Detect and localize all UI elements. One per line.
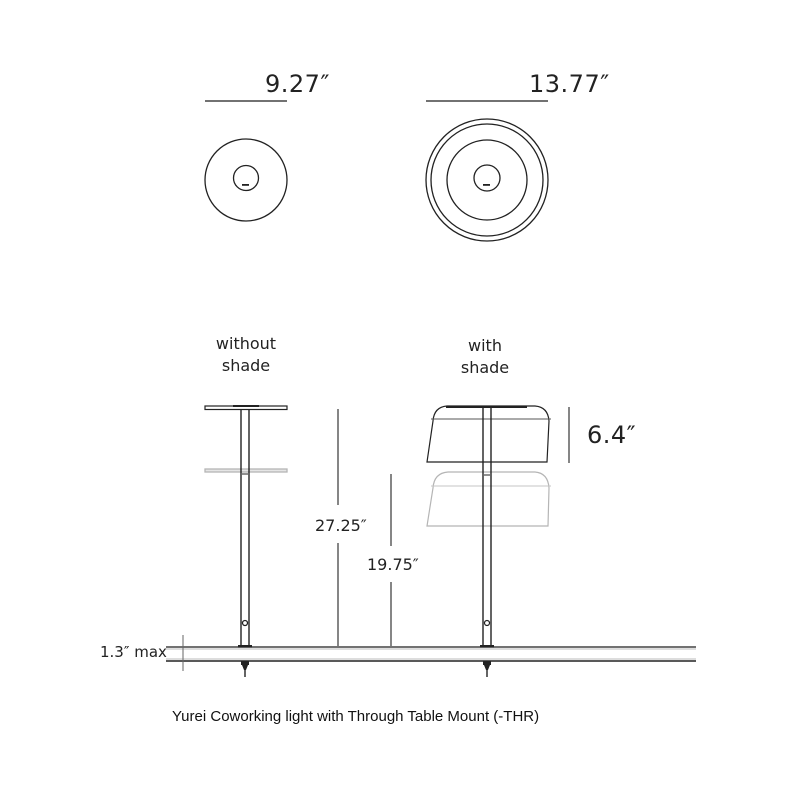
view-label-with-shade: with shade bbox=[450, 335, 520, 379]
top-view-with-shade bbox=[425, 100, 549, 242]
switch-mark bbox=[242, 184, 249, 186]
view-label-line1: with bbox=[468, 336, 502, 355]
lowered-shade-ghost bbox=[426, 471, 550, 527]
base-disc-outline bbox=[204, 138, 288, 222]
switch-mark bbox=[483, 184, 490, 186]
dimension-label-min-height: 19.75″ bbox=[367, 555, 419, 574]
view-label-line2: shade bbox=[221, 356, 271, 375]
view-label-line1: without bbox=[215, 334, 277, 353]
table-surface bbox=[166, 635, 696, 671]
set-screw bbox=[483, 619, 491, 627]
shade bbox=[426, 405, 550, 463]
top-view-without-shade bbox=[204, 100, 288, 222]
height-dimensions bbox=[337, 407, 570, 646]
view-label-without-shade: without shade bbox=[207, 333, 285, 377]
lowered-disc-ghost bbox=[204, 468, 288, 473]
stem-hole-outline bbox=[473, 164, 501, 192]
shade-inner-rim bbox=[430, 123, 544, 237]
set-screw bbox=[241, 619, 249, 627]
dimension-label-overall-height: 27.25″ bbox=[315, 516, 367, 535]
dimension-label-shade-diameter: 13.77″ bbox=[529, 70, 610, 98]
dimension-label-table-thickness: 1.3″ max bbox=[100, 643, 167, 661]
shade-outer-rim bbox=[425, 118, 549, 242]
side-view-without-shade bbox=[204, 405, 288, 677]
dimension-label-shade-height: 6.4″ bbox=[587, 421, 637, 449]
stem-hole-outline bbox=[232, 164, 260, 192]
side-view-with-shade bbox=[426, 405, 551, 677]
view-label-line2: shade bbox=[460, 358, 510, 377]
dimension-label-base-diameter: 9.27″ bbox=[265, 70, 330, 98]
top-disc-outline bbox=[446, 139, 528, 221]
diagram-caption: Yurei Coworking light with Through Table… bbox=[172, 708, 540, 725]
